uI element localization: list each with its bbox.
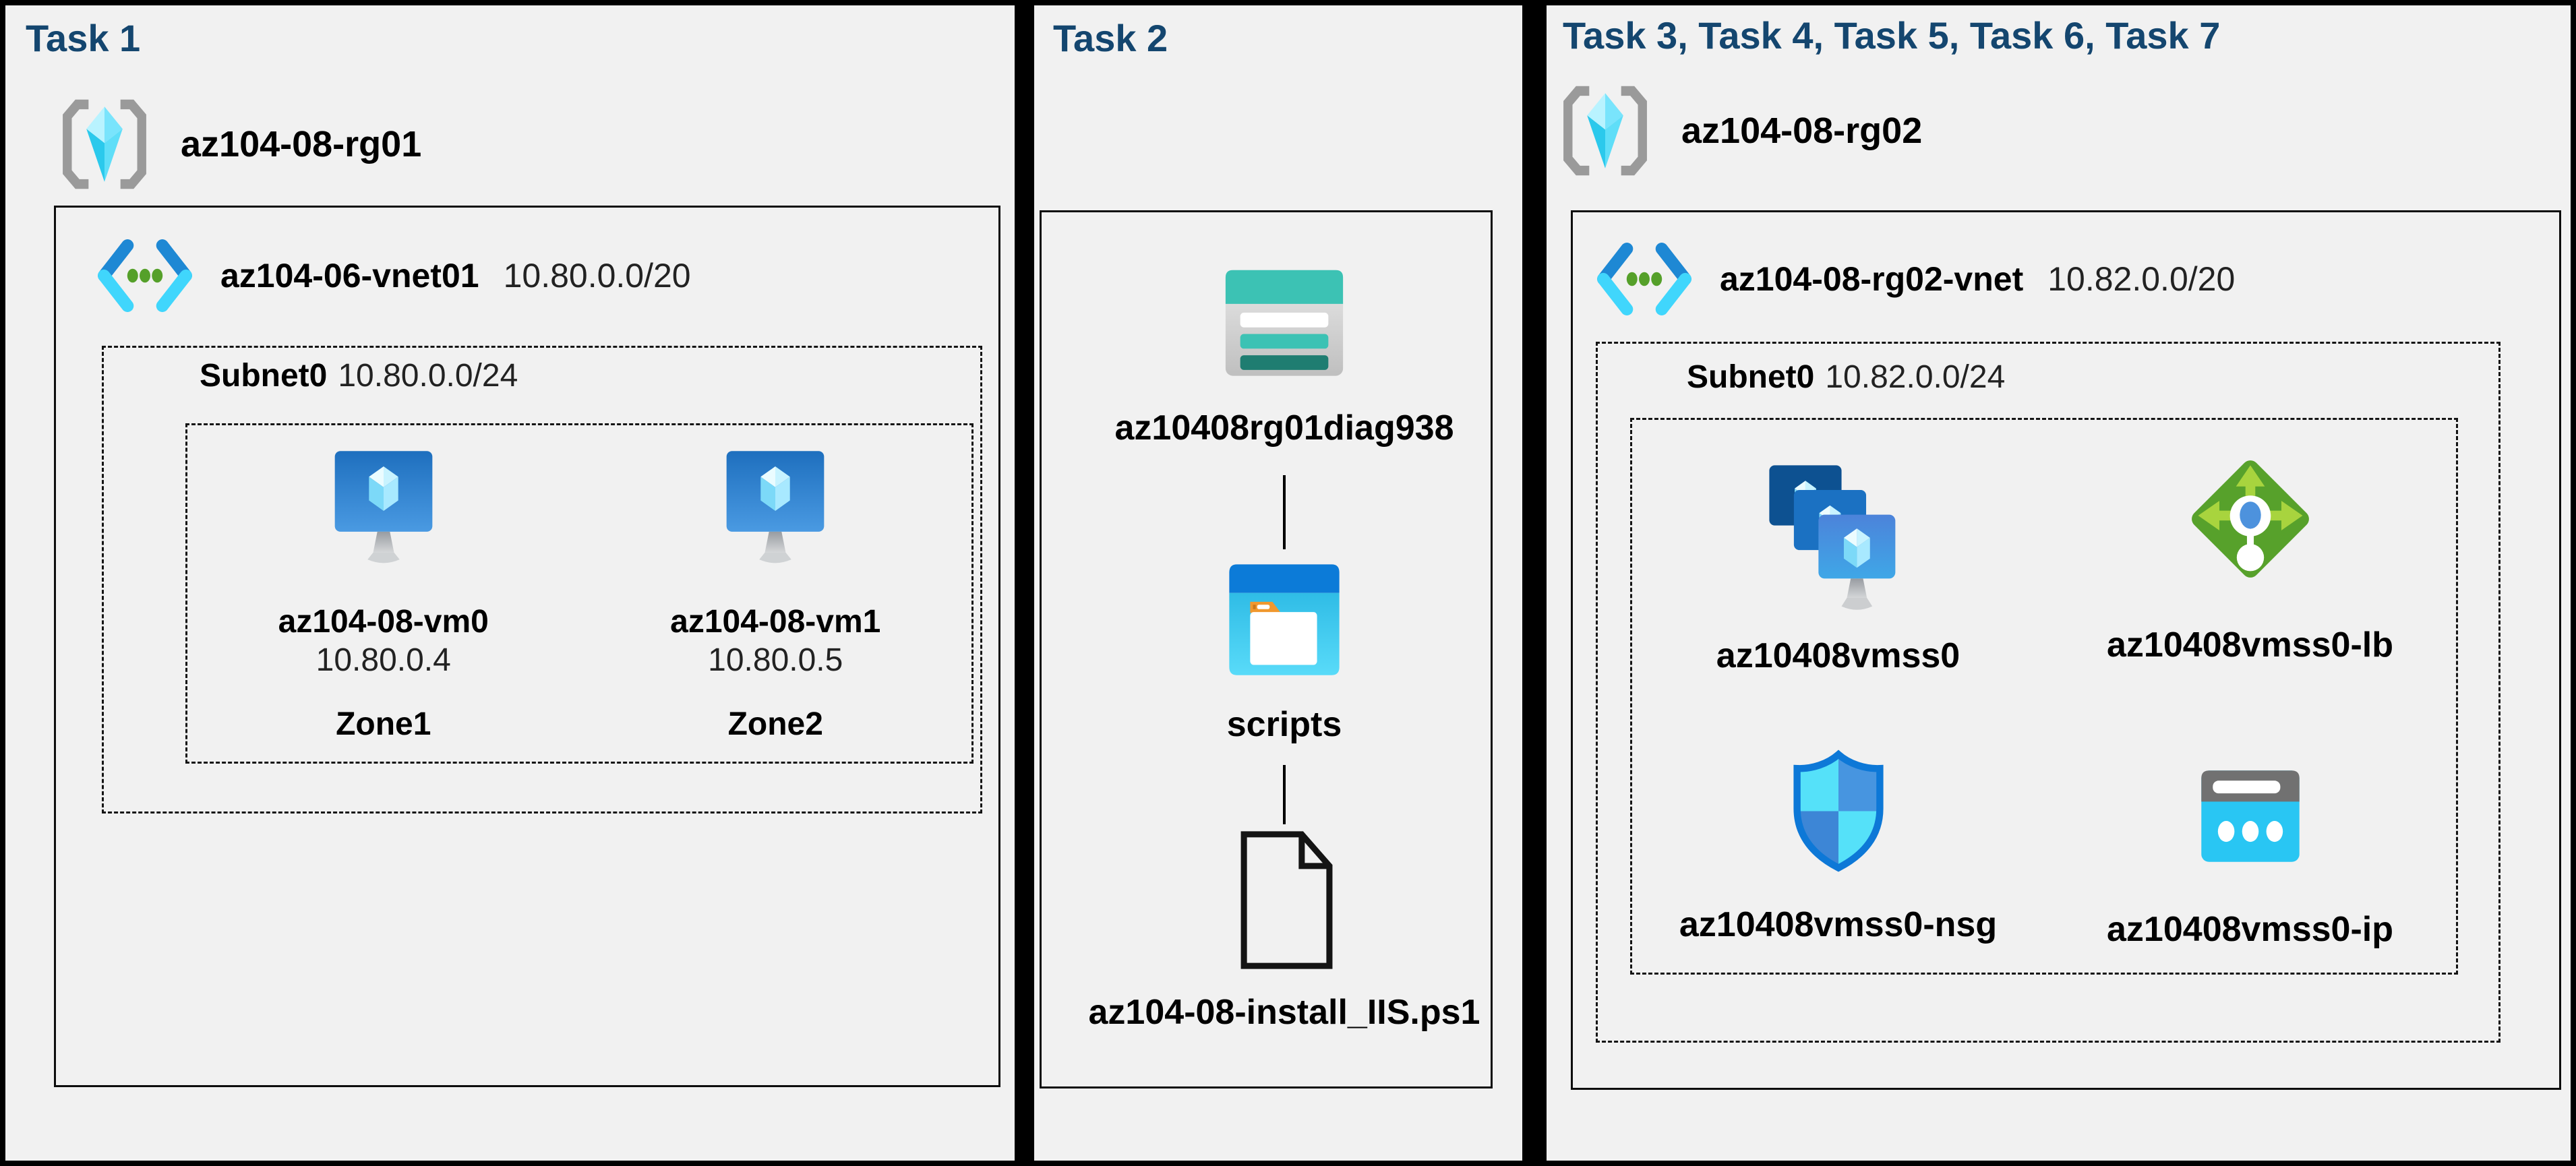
panel-task-1: Task 1 az104-08-rg01 <box>5 5 1015 1161</box>
virtual-network-icon <box>98 239 192 312</box>
vm-ip: 10.80.0.4 <box>316 642 451 678</box>
resource-group-icon <box>63 99 146 189</box>
subnet-label: Subnet0 10.80.0.0/24 <box>200 357 518 394</box>
script-file-icon <box>1240 831 1332 969</box>
vm-name: az104-08-vm0 <box>278 604 489 640</box>
subnet-box: Subnet0 10.80.0.0/24 <box>102 346 982 814</box>
vm-item: az104-08-vm1 10.80.0.5 Zone2 <box>670 425 880 762</box>
subnet-cidr: 10.82.0.0/24 <box>1825 359 2006 395</box>
task-title: Task 2 <box>1053 17 1168 59</box>
resource-group-grid: az10408vmss0 <box>1630 418 2458 975</box>
task-title: Task 1 <box>26 17 141 59</box>
resource-group-icon <box>1563 86 1647 176</box>
panel-task-2: Task 2 az10408rg01diag938 <box>1034 5 1522 1161</box>
resource-group-name: az104-08-rg01 <box>181 124 422 164</box>
vm-zone: Zone2 <box>727 706 823 742</box>
subnet-box: Subnet0 10.82.0.0/24 <box>1596 342 2500 1043</box>
storage-account-name: az10408rg01diag938 <box>1114 408 1454 448</box>
nsg-name: az10408vmss0-nsg <box>1679 905 1998 944</box>
vnet-name: az104-08-rg02-vnet <box>1720 260 2024 298</box>
connector-line <box>1283 765 1286 824</box>
network-security-group-icon <box>1793 749 1884 872</box>
vm-ip: 10.80.0.5 <box>708 642 843 678</box>
vm-group-box: az104-08-vm0 10.80.0.4 Zone1 <box>185 423 974 764</box>
vm-name: az104-08-vm1 <box>670 604 881 640</box>
resource-group-name: az104-08-rg02 <box>1681 111 1923 151</box>
storage-account-icon <box>1225 270 1344 376</box>
resource-group-row: az104-08-rg02 <box>1557 80 1922 182</box>
container-name: scripts <box>1226 705 1342 744</box>
vnet-box: az104-06-vnet01 10.80.0.0/20 Subnet0 10.… <box>54 206 1000 1087</box>
vnet-row: az104-08-rg02-vnet 10.82.0.0/20 <box>1593 241 2235 317</box>
vnet-cidr: 10.82.0.0/20 <box>2047 260 2236 298</box>
load-balancer-icon <box>2191 460 2309 578</box>
vm-item: az104-08-vm0 10.80.0.4 Zone1 <box>278 425 489 762</box>
resource-group-row: az104-08-rg01 <box>57 93 421 195</box>
task-title: Task 3, Task 4, Task 5, Task 6, Task 7 <box>1563 14 2221 57</box>
virtual-machine-icon <box>726 451 825 563</box>
subnet-name: Subnet0 <box>200 358 328 394</box>
vnet-name: az104-06-vnet01 <box>220 257 479 295</box>
virtual-machine-icon <box>334 451 433 563</box>
resource-item: az10408vmss0-lb <box>2044 420 2456 689</box>
task2-content-box: az10408rg01diag938 scripts az104-08-in <box>1040 210 1493 1088</box>
blob-container-icon <box>1229 564 1340 675</box>
subnet-label: Subnet0 10.82.0.0/24 <box>1687 359 2005 396</box>
vm-zone: Zone1 <box>336 706 431 742</box>
vnet-box: az104-08-rg02-vnet 10.82.0.0/20 Subnet0 … <box>1571 210 2561 1090</box>
virtual-network-icon <box>1597 243 1691 315</box>
subnet-name: Subnet0 <box>1687 359 1815 395</box>
load-balancer-name: az10408vmss0-lb <box>2107 625 2393 665</box>
public-ip-name: az10408vmss0-ip <box>2107 910 2393 949</box>
vnet-cidr: 10.80.0.0/20 <box>503 257 691 295</box>
resource-item: az10408vmss0 <box>1632 420 2044 689</box>
connector-line <box>1283 475 1286 549</box>
vmss-name: az10408vmss0 <box>1716 636 1960 675</box>
panel-tasks-3-7: Task 3, Task 4, Task 5, Task 6, Task 7 a… <box>1547 5 2571 1161</box>
resource-item: az10408vmss0-nsg <box>1632 689 2044 973</box>
vm-scale-set-icon <box>1768 465 1895 610</box>
storage-flow-column: az10408rg01diag938 scripts az104-08-in <box>1042 212 1491 1086</box>
vnet-row: az104-06-vnet01 10.80.0.0/20 <box>94 237 691 314</box>
public-ip-icon <box>2200 770 2300 862</box>
script-file-name: az104-08-install_IIS.ps1 <box>1088 993 1480 1032</box>
subnet-cidr: 10.80.0.0/24 <box>338 358 518 394</box>
resource-item: az10408vmss0-ip <box>2044 689 2456 973</box>
